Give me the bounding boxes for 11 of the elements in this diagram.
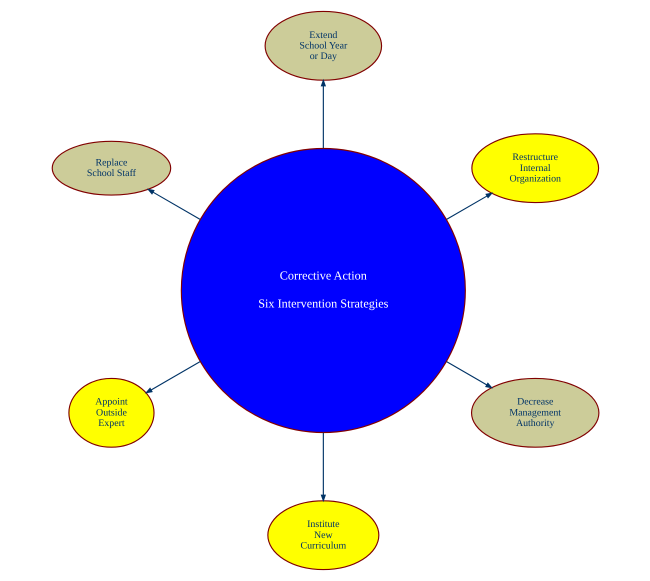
- node-ellipse: Restructure Internal Organization: [470, 133, 599, 204]
- node-ellipse: Decrease Management Authority: [470, 378, 599, 448]
- arrow: [320, 78, 326, 148]
- node-ellipse: Extend School Year or Day: [264, 10, 382, 81]
- node-circle: Corrective Action Six Intervention Strategies: [180, 148, 466, 434]
- arrow: [446, 192, 493, 220]
- node-ellipse: Institute New Curriculum: [266, 500, 379, 570]
- arrow: [320, 432, 326, 502]
- arrow: [446, 361, 493, 388]
- arrow: [144, 361, 200, 394]
- arrow: [146, 188, 200, 220]
